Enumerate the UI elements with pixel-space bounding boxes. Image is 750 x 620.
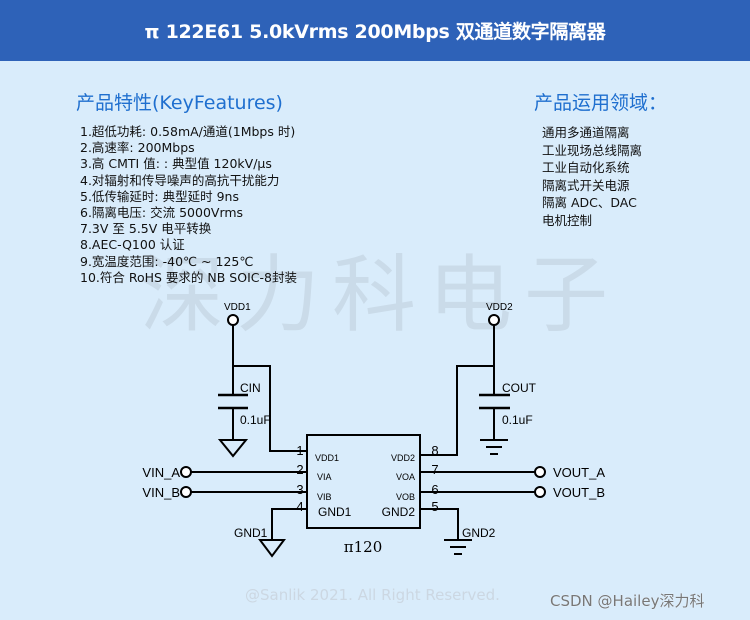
pin-number: 2	[296, 462, 303, 477]
application-item: 工业现场总线隔离	[542, 142, 643, 158]
pin-number: 8	[431, 443, 438, 458]
feature-item: 7.3V 至 5.5V 电平转换	[80, 221, 212, 237]
application-item: 隔离 ADC、DAC	[542, 195, 637, 210]
vdd1-terminal	[227, 314, 239, 326]
copyright: @Sanlik 2021. All Right Reserved.	[245, 586, 500, 604]
feature-item: 8.AEC-Q100 认证	[80, 237, 185, 253]
application-item: 工业自动化系统	[542, 160, 630, 175]
feature-item: 3.高 CMTI 值: : 典型值 120kV/µs	[80, 156, 272, 172]
feature-item: 5.低传输延时: 典型延时 9ns	[80, 188, 239, 204]
application-item: 通用多通道隔离	[542, 125, 630, 140]
page-header: π 122E61 5.0kVrms 200Mbps 双通道数字隔离器	[0, 0, 750, 61]
header-title: π 122E61 5.0kVrms 200Mbps 双通道数字隔离器	[144, 21, 606, 43]
chip-pin-label: GND1	[318, 505, 352, 519]
chip-pin-label: VOB	[396, 492, 415, 502]
vin-b-terminal	[180, 486, 192, 498]
chip-pin-label: GND2	[382, 505, 416, 519]
feature-item: 2.高速率: 200Mbps	[80, 140, 195, 156]
vout-b-terminal	[534, 486, 546, 498]
pin-number: 5	[431, 499, 438, 514]
features-list: 1.超低功耗: 0.58mA/通道(1Mbps 时) 2.高速率: 200Mbp…	[80, 124, 297, 286]
vin-a-label: VIN_A	[142, 465, 180, 480]
cin-value: 0.1uF	[240, 413, 271, 427]
applications-title: 产品运用领域：	[534, 92, 668, 114]
application-item: 电机控制	[542, 212, 593, 228]
cin-label: CIN	[240, 381, 261, 395]
vout-a-label: VOUT_A	[553, 465, 605, 480]
application-item: 隔离式开关电源	[542, 177, 630, 193]
gnd1-label: GND1	[234, 526, 268, 540]
pin-number: 6	[431, 482, 438, 497]
chip-pin-label: VDD1	[315, 453, 339, 463]
vdd2-terminal	[488, 314, 500, 326]
chip-pin-label: VIA	[317, 472, 332, 482]
pin-number: 7	[431, 462, 438, 477]
vin-b-label: VIN_B	[142, 485, 180, 500]
cout-value: 0.1uF	[502, 413, 533, 427]
ground-icon	[217, 439, 249, 458]
chip-name: π120	[344, 538, 383, 556]
chip-pin-label: VDD2	[391, 453, 415, 463]
chip-pin-label: VOA	[396, 472, 415, 482]
feature-item: 1.超低功耗: 0.58mA/通道(1Mbps 时)	[80, 124, 296, 139]
vdd1-label: VDD1	[224, 302, 251, 313]
ground-icon	[480, 439, 508, 455]
feature-item: 9.宽温度范围: -40℃ ~ 125℃	[80, 253, 254, 269]
chip-pin-label: VIB	[317, 492, 332, 502]
csdn-watermark: CSDN @Hailey深力科	[550, 592, 705, 610]
watermark: 深力科电子	[140, 246, 621, 344]
vout-b-label: VOUT_B	[553, 485, 605, 500]
feature-item: 4.对辐射和传导噪声的高抗干扰能力	[80, 172, 280, 188]
applications-list: 通用多通道隔离 工业现场总线隔离 工业自动化系统 隔离式开关电源 隔离 ADC、…	[542, 124, 642, 229]
feature-item: 6.隔离电压: 交流 5000Vrms	[80, 205, 244, 221]
pin-number: 1	[296, 443, 303, 458]
vdd2-wire	[420, 325, 495, 456]
pin-number: 3	[296, 482, 303, 497]
features-title: 产品特性(KeyFeatures)	[76, 92, 283, 114]
vdd1-wire	[232, 325, 307, 452]
pin-number: 4	[296, 499, 303, 514]
ground-icon	[444, 539, 472, 555]
vout-a-terminal	[534, 466, 546, 478]
ground-icon	[258, 539, 286, 558]
chip-body	[306, 434, 421, 529]
cout-label: COUT	[502, 381, 537, 395]
vdd2-label: VDD2	[486, 302, 513, 313]
vin-a-terminal	[180, 466, 192, 478]
gnd2-label: GND2	[462, 526, 496, 540]
feature-item: 10.符合 RoHS 要求的 NB SOIC-8封装	[80, 269, 297, 285]
